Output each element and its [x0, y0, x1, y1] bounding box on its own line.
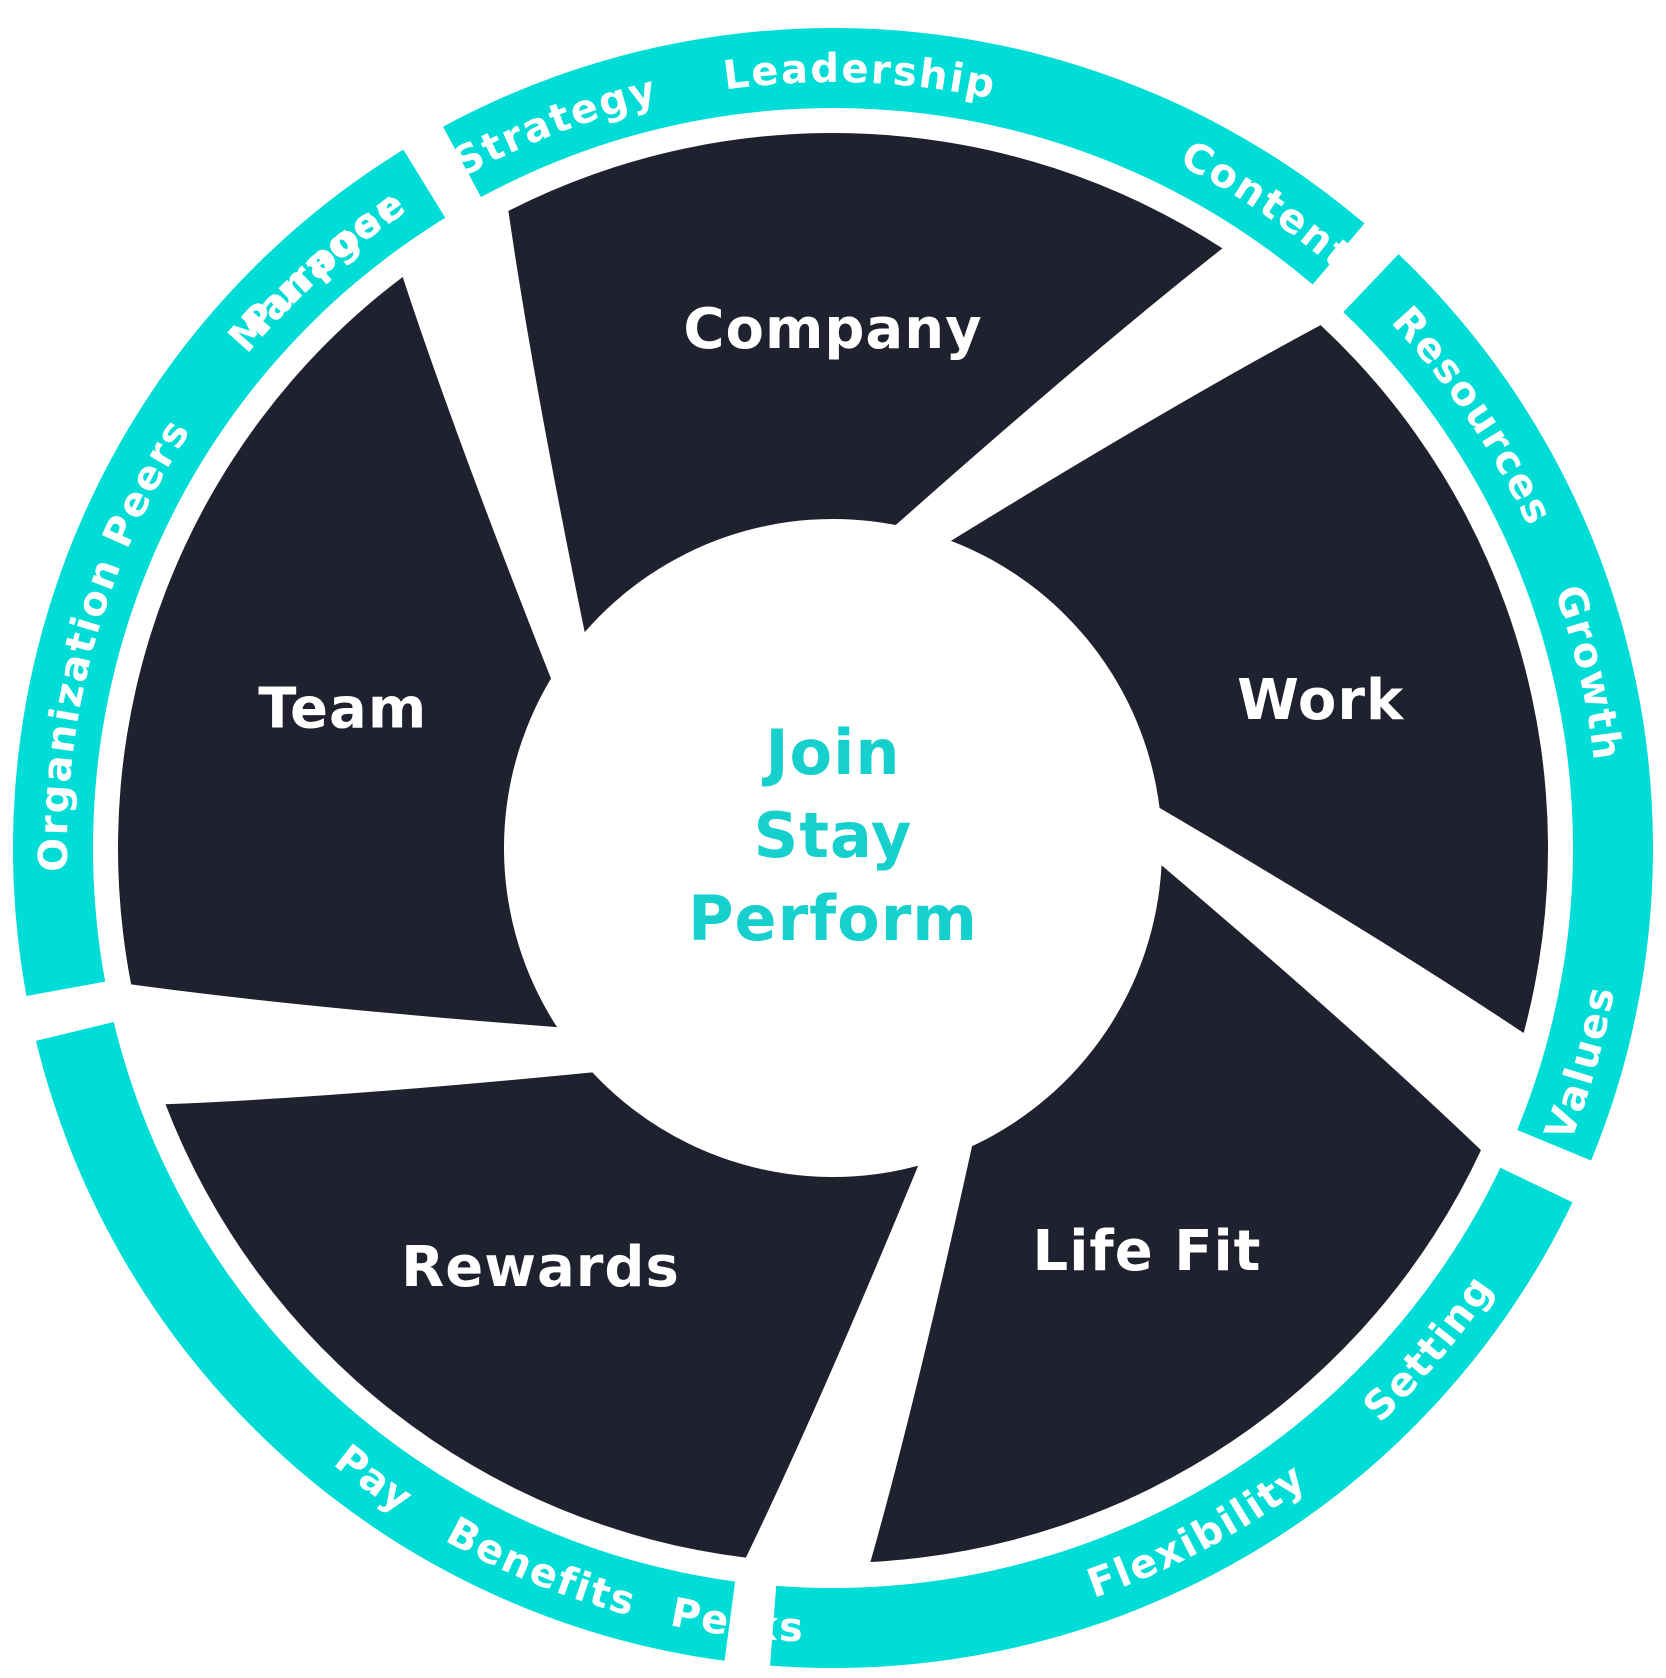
- center-line-stay: Stay: [754, 799, 913, 872]
- ring-arc-rewards: [35, 1022, 736, 1661]
- segment-label-work: Work: [1237, 668, 1405, 733]
- center-line-join: Join: [761, 716, 900, 789]
- outer-ring: [12, 28, 1654, 1668]
- ring-arc-company: [442, 28, 1365, 285]
- segment-label-rewards: Rewards: [401, 1235, 680, 1300]
- ring-arc-team: [12, 149, 446, 997]
- center-circle: [508, 523, 1158, 1173]
- ring-arc-life-fit: [770, 1167, 1573, 1668]
- segment-label-team: Team: [258, 676, 427, 741]
- segment-life-fit: [870, 865, 1482, 1563]
- segment-label-company: Company: [683, 297, 982, 362]
- segment-company: [508, 133, 1223, 633]
- segment-rewards: [165, 1072, 919, 1558]
- ring-arc-work: [1343, 254, 1654, 1161]
- center-text: Join Stay Perform: [688, 716, 978, 955]
- segment-label-life-fit: Life Fit: [1033, 1219, 1262, 1284]
- segment-work: [950, 325, 1549, 1034]
- center-line-perform: Perform: [688, 882, 978, 955]
- inner-segments: [118, 133, 1549, 1563]
- segment-team: [118, 276, 558, 1028]
